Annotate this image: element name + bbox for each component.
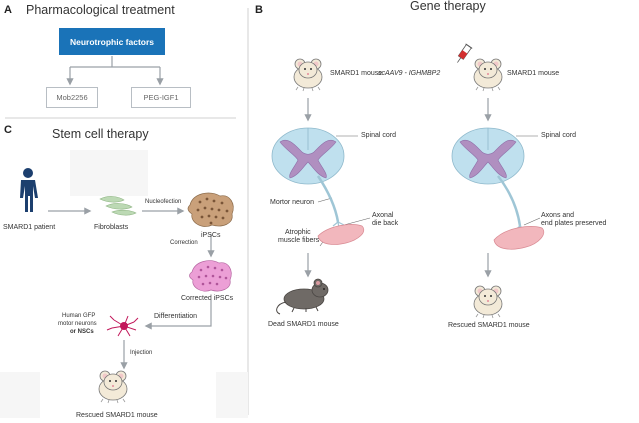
rescued-mouse-b <box>473 285 503 319</box>
nerve-right <box>497 175 527 234</box>
syringe-graphic <box>457 43 473 63</box>
panel-letter-b: B <box>255 4 263 16</box>
axonal-label-line2: die back <box>372 220 399 227</box>
faint-box <box>0 372 40 418</box>
axonal-label-line1: Axonal <box>372 212 394 219</box>
axons-label-line1: Axons and <box>541 212 575 219</box>
axons-label-line2: end plates preserved <box>541 220 607 227</box>
atrophic-label-line2: muscle fibers <box>278 237 320 244</box>
ipscs-label: iPSCs <box>201 232 221 239</box>
ipsc-colony <box>187 192 234 227</box>
atrophic-label-line1: Atrophic <box>285 229 311 236</box>
neurons-label-line1: Human GFP <box>62 313 96 319</box>
panel-a-connectors <box>66 56 164 86</box>
motor-neuron-graphic <box>106 315 139 337</box>
mob2256-box: Mob2256 <box>46 87 98 108</box>
injection-label: Injection <box>130 350 153 356</box>
smard1-patient-label: SMARD1 patient <box>3 224 56 231</box>
rescued-mouse-c <box>98 370 128 404</box>
dead-mouse-label: Dead SMARD1 mouse <box>268 321 339 328</box>
patient-figure <box>20 168 38 212</box>
corrected-ipscs-label: Corrected iPSCs <box>181 295 234 302</box>
neurotrophic-factors-box: Neurotrophic factors <box>59 28 165 55</box>
rescued-mouse-b-label: Rescued SMARD1 mouse <box>448 322 530 329</box>
panel-c-arrows <box>48 207 215 370</box>
smard1-mouse-right-label: SMARD1 mouse <box>507 70 560 77</box>
vector-label: scAAV9 - IGHMBP2 <box>378 70 441 77</box>
panel-a-title: Pharmacological treatment <box>26 3 175 17</box>
neurons-label-line3: or NSCs <box>70 329 94 335</box>
correction-label: Correction <box>170 240 198 246</box>
panel-c-title: Stem cell therapy <box>52 127 149 141</box>
nerve-left <box>316 175 345 229</box>
fibroblasts-label: Fibroblasts <box>94 224 129 231</box>
panel-letter-a: A <box>4 4 12 16</box>
spinal-cord-left <box>271 127 345 185</box>
nucleofection-label: Nucleofection <box>145 199 182 205</box>
differentiation-label: Differentiation <box>154 313 198 320</box>
peg-igf1-box: PEG-IGF1 <box>131 87 191 108</box>
panel-c-outcome-label: Rescued SMARD1 mouse <box>76 412 158 419</box>
smard1-mouse-left <box>293 58 323 92</box>
faint-box <box>216 372 248 418</box>
panel-b-title: Gene therapy <box>410 0 486 13</box>
fibroblasts-graphic <box>99 196 137 216</box>
muscle-left <box>317 224 365 245</box>
panel-letter-c: C <box>4 124 12 136</box>
faint-box <box>70 150 148 196</box>
smard1-mouse-right <box>473 58 503 92</box>
dead-mouse <box>276 278 329 315</box>
spinal-cord-right <box>451 127 525 185</box>
neurons-label-line2: motor neurons <box>58 321 97 327</box>
motor-neuron-label: Mortor neuron <box>270 199 314 206</box>
spinal-cord-left-label: Spinal cord <box>361 132 397 139</box>
smard1-mouse-left-label: SMARD1 mouse <box>330 70 383 77</box>
corrected-ipsc-colony <box>189 260 232 292</box>
spinal-cord-right-label: Spinal cord <box>541 132 577 139</box>
panel-b-arrows <box>304 98 492 278</box>
muscle-right <box>493 226 545 250</box>
